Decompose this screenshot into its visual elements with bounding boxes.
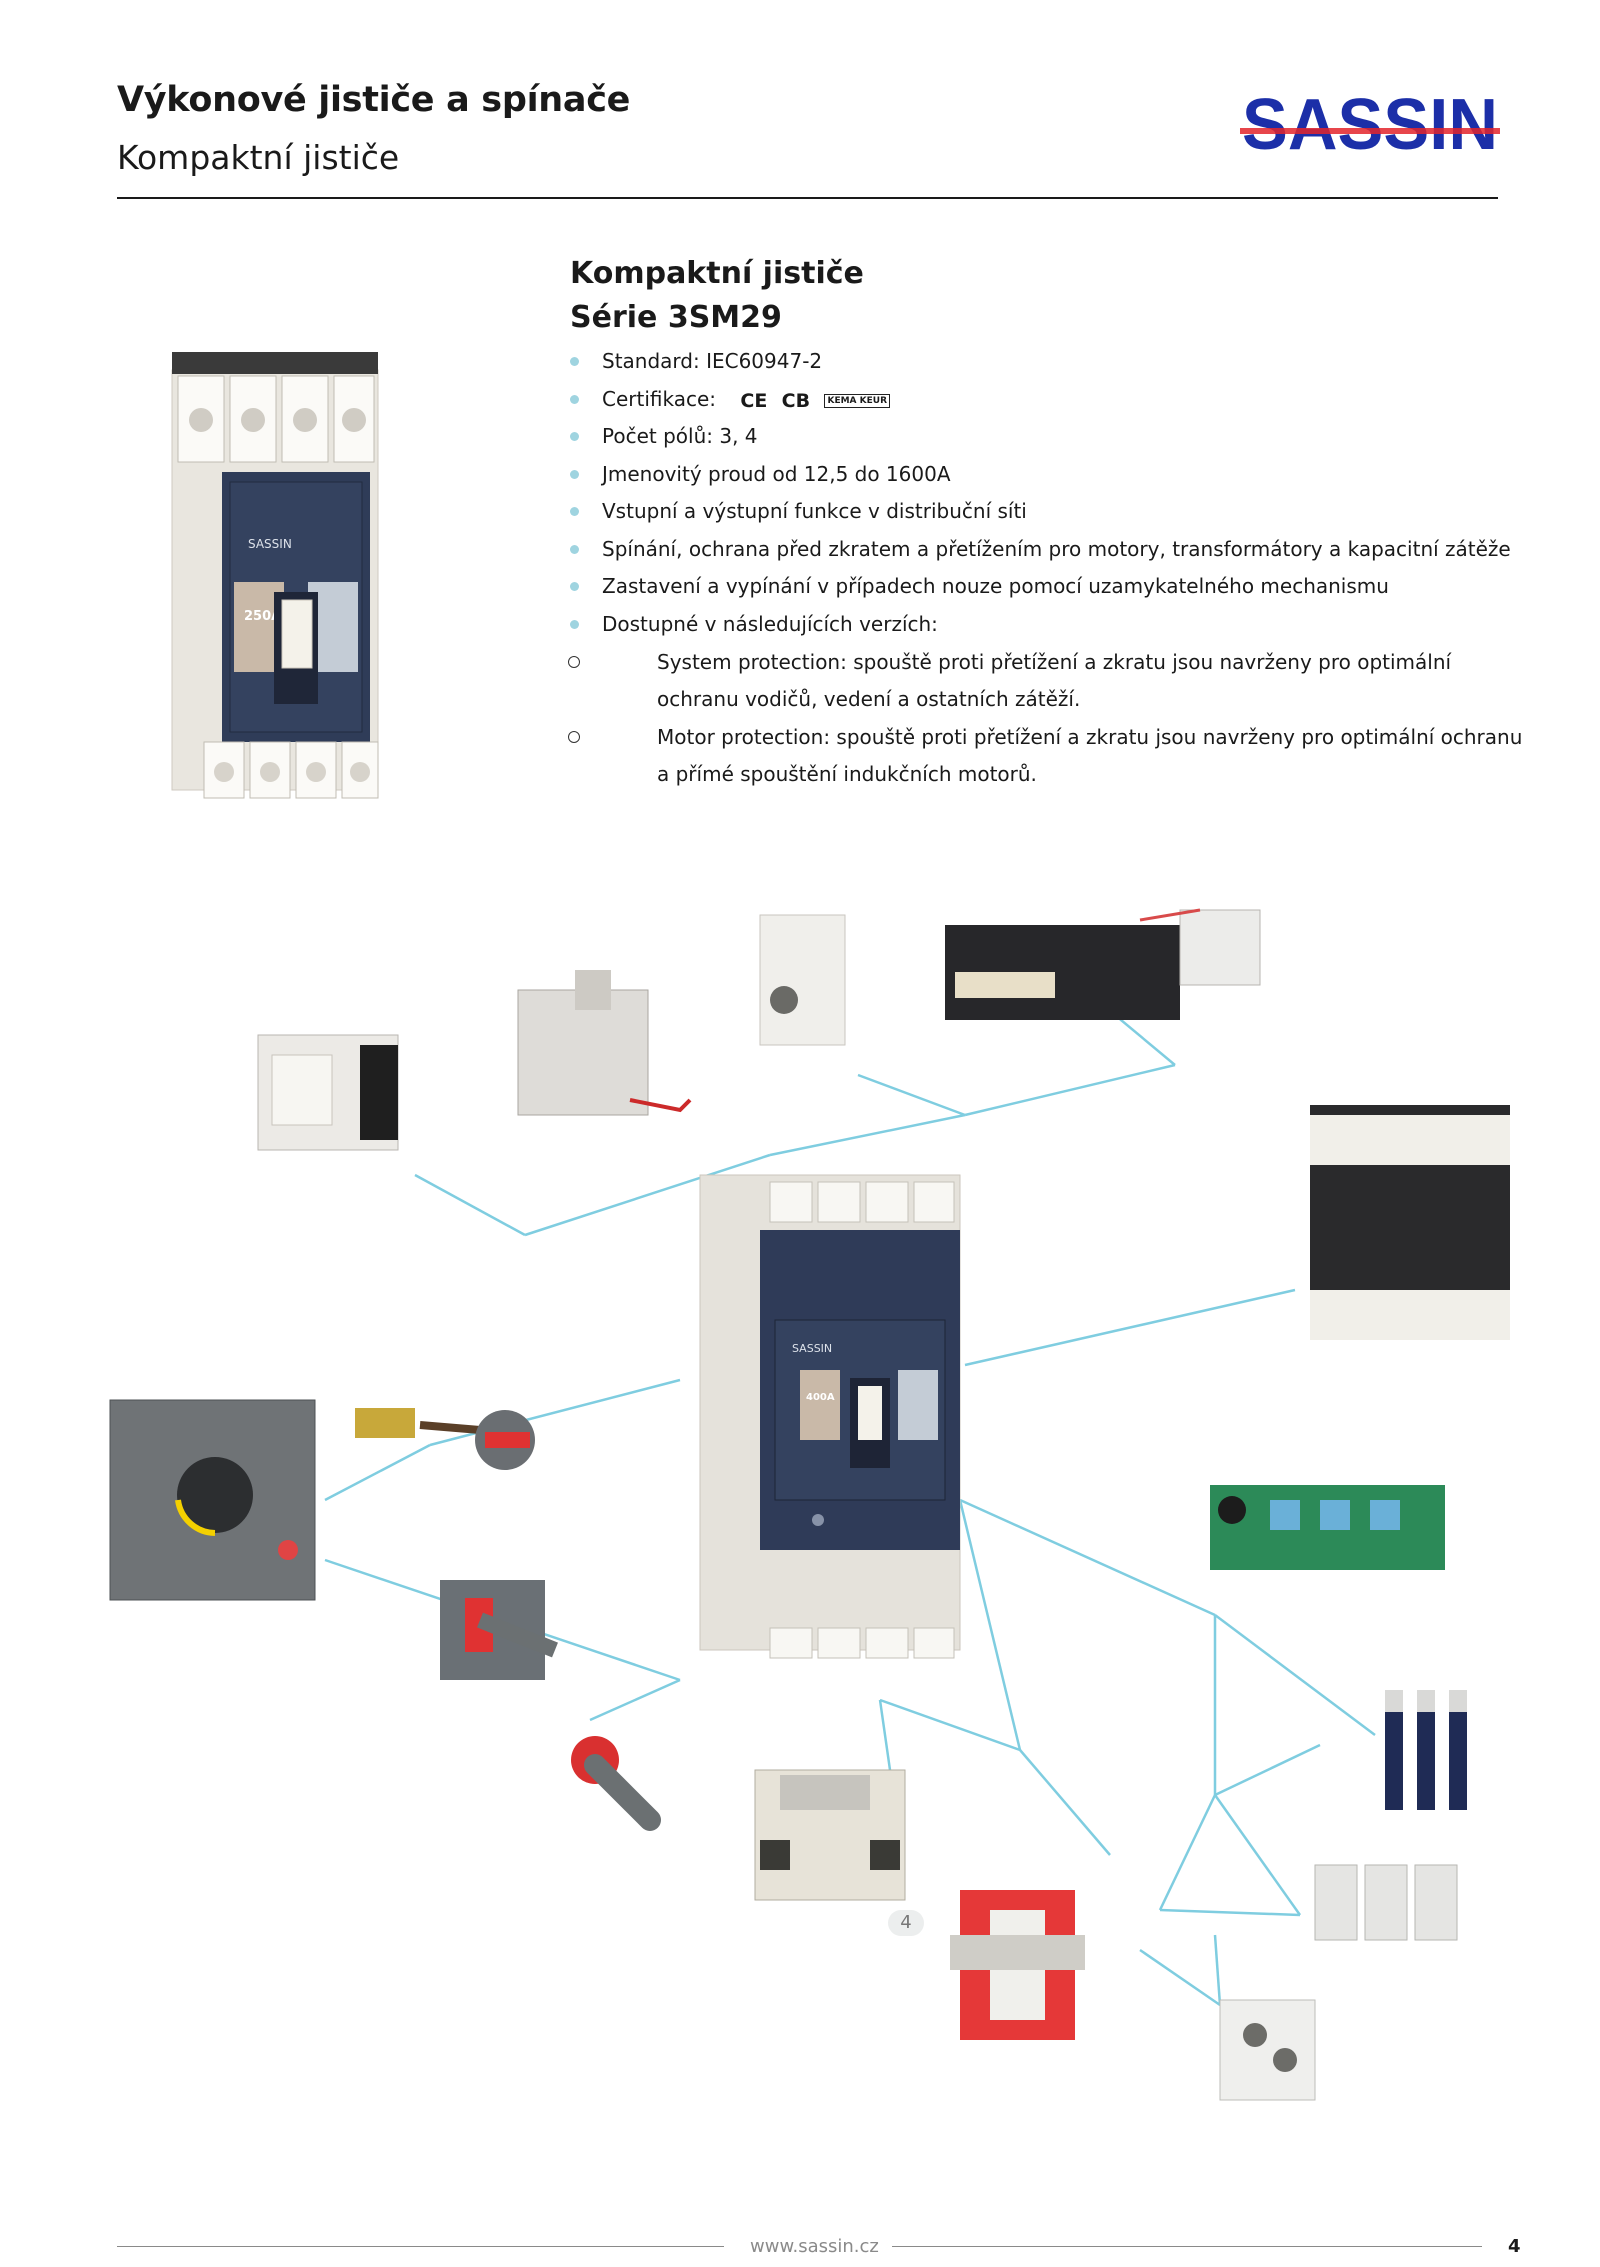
- spec-item: Spínání, ochrana před zkratem a přetížen…: [566, 536, 1526, 574]
- accessory-diagram: SASSIN 400A: [109, 908, 1510, 2101]
- circle-bullet-icon: [568, 656, 580, 668]
- header-divider: [117, 197, 1498, 199]
- page-number: 4: [1508, 2236, 1521, 2257]
- circle-bullet-icon: [568, 731, 580, 743]
- kema-keur-mark-icon: KEMA KEUR: [824, 394, 891, 408]
- shunt-release: [517, 970, 692, 1116]
- alarm-contact: [759, 914, 846, 1046]
- terminal-extensions: [1314, 1864, 1458, 1941]
- sassin-logo: SASSIN: [1240, 92, 1500, 164]
- spec-item: Jmenovitý proud od 12,5 do 1600A: [566, 461, 1526, 499]
- breaker-photo: SASSIN 250A: [171, 352, 379, 799]
- footer-divider-right: [892, 2246, 1482, 2247]
- cb-mark-icon: CB: [781, 389, 811, 412]
- bullet-icon: [570, 507, 579, 516]
- page-title: Výkonové jističe a spínače: [117, 80, 631, 120]
- product-title-line2: Série 3SM29: [570, 300, 782, 335]
- bullet-icon: [570, 619, 579, 629]
- footer-divider-left: [117, 2246, 724, 2247]
- bullet-icon: [570, 357, 579, 366]
- spec-item: Standard: IEC60947-2: [566, 348, 1526, 386]
- breaker-photo-brand: SASSIN: [248, 537, 292, 551]
- draw-out-frame: [950, 1890, 1085, 2040]
- undervoltage-release: [945, 908, 1261, 1020]
- page-subtitle: Kompaktní jističe: [117, 138, 400, 177]
- center-breaker-rating: 400A: [806, 1392, 835, 1403]
- center-breaker: SASSIN 400A: [699, 1174, 961, 1659]
- product-title: Kompaktní jističe Série 3SM29: [570, 252, 864, 340]
- logo-red-swoosh: [1240, 128, 1500, 134]
- certification-marks: CE CB KEMA KEUR: [740, 387, 898, 414]
- diagram-page-label: 4: [888, 1910, 924, 1936]
- cable-connector: [1219, 1999, 1316, 2101]
- electronic-trip-unit: [1210, 1485, 1445, 1570]
- spec-item-cert: Certifikace: CE CB KEMA KEUR: [566, 386, 1526, 424]
- drawout-unit: [754, 1769, 906, 1901]
- bullet-icon: [570, 394, 579, 404]
- ce-mark-icon: CE: [740, 389, 768, 412]
- bullet-icon: [570, 544, 579, 554]
- bullet-icon: [570, 432, 579, 441]
- bullet-icon: [570, 582, 579, 591]
- breaker-photo-rating: 250A: [244, 609, 281, 624]
- spec-item: Zastavení a vypínání v případech nouze p…: [566, 573, 1526, 611]
- product-title-line1: Kompaktní jističe: [570, 256, 864, 291]
- spec-list: Standard: IEC60947-2 Certifikace: CE CB …: [566, 348, 1526, 648]
- spec-item: Počet pólů: 3, 4: [566, 423, 1526, 461]
- spec-item: Vstupní a výstupní funkce v distribuční …: [566, 498, 1526, 536]
- phase-barriers: [1385, 1690, 1467, 1810]
- extended-rotary-handle: [355, 1408, 535, 1470]
- direct-rotary-handle: [571, 1736, 661, 1831]
- auxiliary-contact: [257, 1034, 399, 1151]
- center-breaker-brand: SASSIN: [792, 1342, 832, 1355]
- bullet-icon: [570, 469, 579, 479]
- spec-item: Dostupné v následujících verzích:: [566, 611, 1526, 649]
- door-rotary-handle: [440, 1580, 558, 1680]
- motor-operator: [109, 1399, 316, 1601]
- footer-website-link[interactable]: www.sassin.cz: [750, 2236, 879, 2257]
- plug-in-base: [1310, 1105, 1510, 1340]
